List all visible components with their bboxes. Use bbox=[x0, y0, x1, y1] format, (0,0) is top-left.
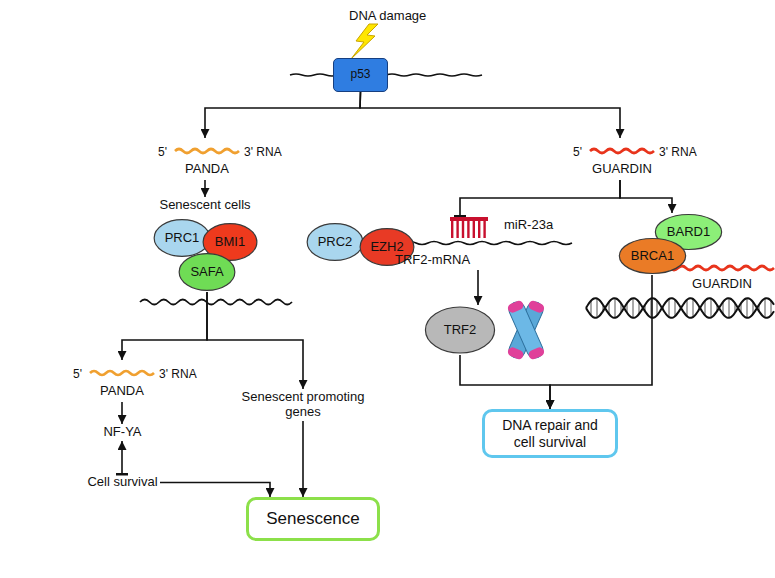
protein-ellipse: PRC2 bbox=[306, 222, 364, 262]
factor-label: NF-YA bbox=[101, 424, 144, 441]
text-holder: 5' bbox=[73, 364, 82, 382]
node-text: Senescence bbox=[266, 509, 360, 529]
text-holder: 3' RNA bbox=[244, 142, 282, 160]
helix-rung bbox=[675, 300, 676, 317]
connector-arrow bbox=[460, 355, 550, 409]
text-holder: PANDA bbox=[100, 381, 144, 399]
node-text: NF-YA bbox=[103, 425, 141, 440]
connector-arrow bbox=[620, 180, 672, 213]
helix-strand bbox=[586, 298, 774, 318]
helix-rung bbox=[687, 300, 688, 317]
node-text: PRC2 bbox=[318, 235, 353, 250]
protein-ellipse: TRF2 bbox=[424, 305, 496, 355]
rna-label: GUARDIN bbox=[690, 276, 754, 293]
strand-end-label: 5' bbox=[158, 145, 167, 159]
helix-rung bbox=[705, 301, 706, 316]
event-label: DNA damage bbox=[349, 8, 426, 23]
connector-arrow bbox=[477, 270, 479, 305]
strand-end-label: 3' RNA bbox=[159, 367, 197, 381]
node-text: BARD1 bbox=[667, 225, 710, 240]
helix-rung bbox=[771, 301, 772, 316]
text-holder: 3' RNA bbox=[659, 142, 697, 160]
protein-box: p53 bbox=[333, 58, 388, 92]
process-label: Cell survival bbox=[85, 474, 160, 491]
connector-arrow bbox=[460, 180, 620, 216]
chromatin-strand bbox=[140, 300, 292, 305]
protein-ellipse: BRCA1 bbox=[618, 237, 687, 275]
helix-rung bbox=[747, 298, 748, 318]
helix-strand bbox=[586, 298, 774, 318]
helix-rung bbox=[711, 298, 712, 317]
rna-transcript: 5' 3' RNA PANDA bbox=[65, 360, 215, 402]
node-text: BMI1 bbox=[215, 235, 245, 250]
node-text: GUARDIN bbox=[692, 277, 752, 292]
connector-arrow bbox=[121, 402, 123, 424]
text-holder: PANDA bbox=[185, 159, 229, 177]
helix-rung bbox=[633, 298, 634, 318]
label-holder: DNA damage bbox=[349, 6, 426, 24]
strand-end-label: 5' bbox=[73, 367, 82, 381]
rna-transcript: 5' 3' RNA PANDA bbox=[150, 138, 300, 180]
helix-rung bbox=[765, 298, 766, 317]
node-text: p53 bbox=[350, 68, 370, 82]
panda-rna-strand bbox=[175, 149, 239, 153]
rna-name: GUARDIN bbox=[592, 161, 652, 176]
node-text: TRF2 bbox=[444, 323, 477, 338]
rna-transcript: 5' 3' RNA GUARDIN bbox=[565, 138, 715, 180]
helix-rung bbox=[597, 298, 598, 317]
node-text: SAFA bbox=[190, 265, 223, 280]
rna-name: PANDA bbox=[185, 161, 229, 176]
protein-ellipse: PRC1 bbox=[153, 218, 211, 258]
connector-arrow bbox=[121, 441, 123, 474]
connector-arrow bbox=[160, 483, 270, 498]
connector-arrow bbox=[360, 92, 620, 138]
helix-rung bbox=[591, 301, 592, 316]
dna-helix bbox=[586, 298, 774, 318]
helix-rung bbox=[729, 298, 730, 318]
node-text: PRC1 bbox=[165, 231, 200, 246]
gene-label: Senescent promoting genes bbox=[236, 389, 370, 421]
node-text: Senescent cells bbox=[159, 198, 250, 213]
text-holder: 3' RNA bbox=[159, 364, 197, 382]
outcome-box: DNA repair and cell survival bbox=[482, 409, 618, 458]
strand-end-label: 3' RNA bbox=[659, 145, 697, 159]
lightning-bolt bbox=[351, 24, 378, 59]
helix-rung bbox=[693, 299, 694, 317]
connector-arrow bbox=[207, 292, 303, 389]
guardin-rna-strand bbox=[590, 149, 654, 153]
mirna-label: miR-23a bbox=[448, 216, 553, 239]
helix-rung bbox=[615, 298, 616, 318]
protein-ellipse: SAFA bbox=[178, 252, 236, 292]
strand-end-label: 5' bbox=[573, 145, 582, 159]
rna-name: PANDA bbox=[100, 383, 144, 398]
connector-arrow bbox=[204, 180, 206, 197]
node-text: Senescent promoting genes bbox=[238, 390, 368, 420]
chromosome bbox=[506, 299, 545, 360]
node-text: TRF2-mRNA bbox=[395, 253, 470, 268]
helix-rung bbox=[657, 301, 658, 316]
connector-arrow bbox=[550, 275, 652, 409]
cell-state-label: Senescent cells bbox=[157, 197, 253, 214]
mirna-comb bbox=[448, 216, 490, 239]
outcome-box: Senescence bbox=[246, 497, 380, 541]
panda-rna-strand bbox=[90, 371, 154, 375]
mrna-label: TRF2-mRNA bbox=[375, 236, 575, 270]
connector-arrow bbox=[205, 92, 361, 138]
node-text: miR-23a bbox=[504, 218, 553, 233]
strand-end-label: 3' RNA bbox=[244, 145, 282, 159]
node-text: BRCA1 bbox=[631, 249, 674, 264]
node-text: Cell survival bbox=[87, 475, 157, 490]
text-holder: GUARDIN bbox=[592, 159, 652, 177]
text-holder: 5' bbox=[573, 142, 582, 160]
text-holder: 5' bbox=[158, 142, 167, 160]
connector-arrow bbox=[302, 421, 304, 497]
connector-arrow bbox=[122, 292, 207, 360]
node-text: DNA repair and cell survival bbox=[494, 417, 606, 449]
helix-rung bbox=[669, 299, 670, 317]
